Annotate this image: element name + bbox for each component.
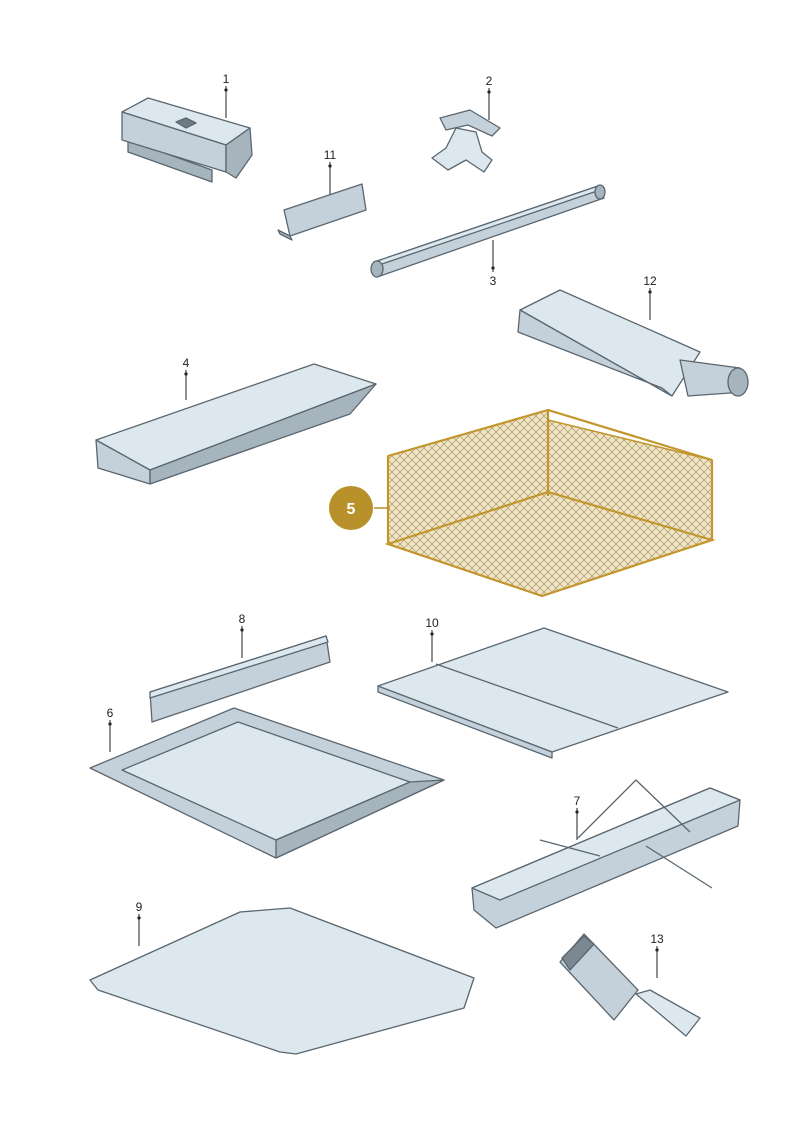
svg-text:1: 1 — [223, 72, 230, 86]
svg-text:12: 12 — [643, 274, 657, 288]
part-6-boot-tray — [89, 707, 445, 859]
callout-1: 1 — [223, 72, 230, 118]
svg-text:11: 11 — [324, 148, 337, 162]
svg-text:9: 9 — [136, 900, 143, 914]
callout-5-highlighted: 5 — [329, 486, 390, 530]
callout-9: 9 — [136, 900, 143, 946]
svg-text:6: 6 — [107, 706, 114, 720]
svg-text:2: 2 — [486, 74, 493, 88]
part-1-storage-box — [121, 97, 253, 183]
callout-6: 6 — [107, 706, 114, 752]
part-8-edge-strip — [149, 635, 331, 723]
part-3-bar — [370, 184, 606, 278]
callout-3: 3 — [490, 240, 497, 288]
svg-text:8: 8 — [239, 612, 246, 626]
part-12-roller-cover — [517, 289, 749, 397]
part-10-floor-panel — [377, 627, 729, 759]
svg-text:13: 13 — [650, 932, 664, 946]
svg-text:3: 3 — [490, 274, 497, 288]
svg-text:7: 7 — [574, 794, 581, 808]
svg-text:4: 4 — [183, 356, 190, 370]
part-2-hook — [431, 109, 501, 173]
callout-10: 10 — [425, 616, 439, 662]
part-7-bag — [471, 779, 741, 929]
part-11-clip — [277, 183, 367, 241]
callout-2: 2 — [486, 74, 493, 120]
callout-7: 7 — [574, 794, 581, 840]
callout-13: 13 — [650, 932, 664, 978]
part-4-tray — [95, 363, 377, 485]
part-13-brush — [559, 933, 701, 1037]
callout-5-badge — [329, 486, 373, 530]
callout-4: 4 — [183, 356, 190, 400]
part-9-floor-mat — [89, 907, 475, 1055]
svg-text:10: 10 — [425, 616, 439, 630]
callout-12: 12 — [643, 274, 657, 320]
callout-8: 8 — [239, 612, 246, 658]
callout-11: 11 — [324, 148, 337, 194]
svg-text:5: 5 — [347, 501, 356, 518]
part-5-cargo-net — [384, 408, 716, 598]
